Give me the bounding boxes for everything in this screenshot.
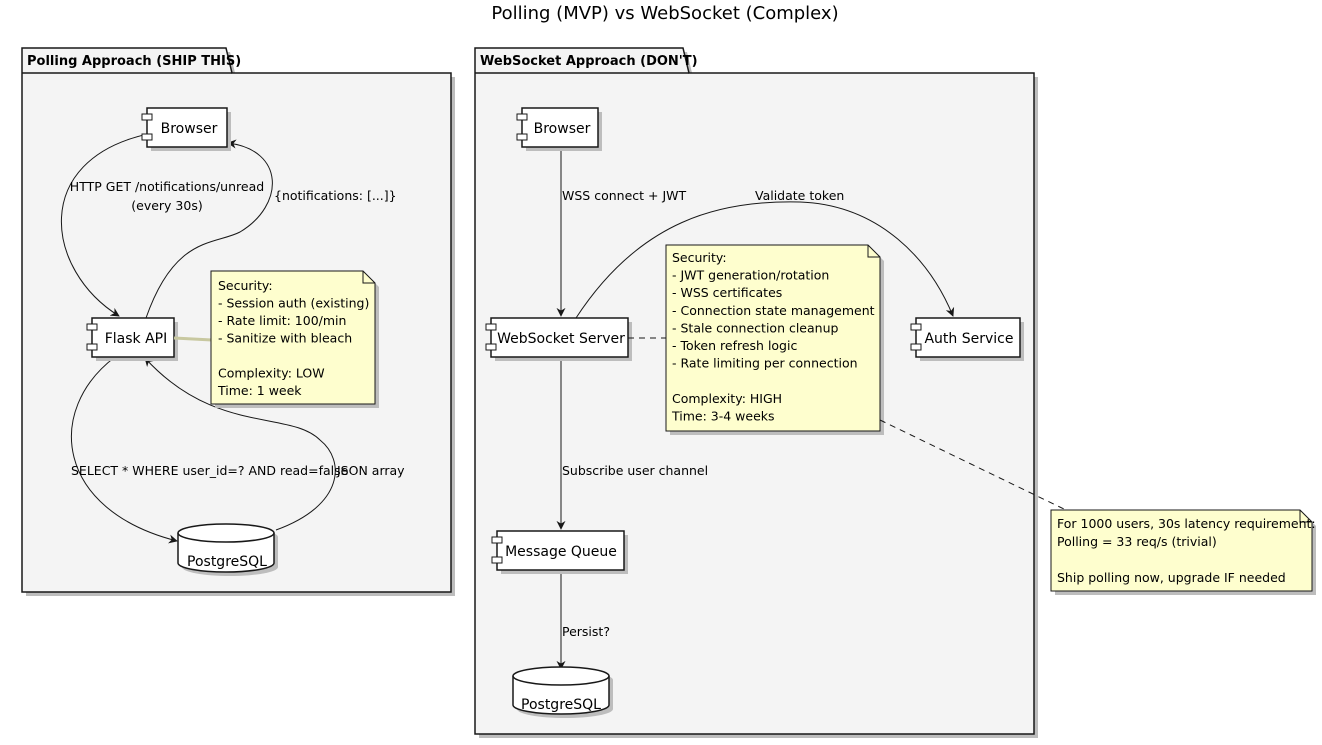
- summary-note-line: Polling = 33 req/s (trivial): [1057, 534, 1217, 549]
- websocket-server-label: WebSocket Server: [497, 331, 625, 347]
- websocket-note-line: - Token refresh logic: [672, 338, 797, 353]
- edge-browser-to-flask: [61, 133, 149, 317]
- summary-note-line: For 1000 users, 30s latency requirement:: [1057, 516, 1316, 531]
- polling-note-line: Complexity: LOW: [218, 366, 325, 381]
- websocket-server-component: WebSocket Server: [485, 317, 632, 361]
- polling-note-connector: [173, 336, 213, 342]
- polling-package-title: Polling Approach (SHIP THIS): [27, 54, 241, 69]
- websocket-postgresql-label: PostgreSQL: [521, 697, 601, 713]
- svg-text:For 1000 users, 30s latency re: For 1000 users, 30s latency requirement:…: [1057, 516, 1320, 585]
- websocket-browser-label: Browser: [534, 121, 591, 137]
- polling-postgresql-label: PostgreSQL: [187, 554, 267, 570]
- polling-note-line: - Rate limit: 100/min: [218, 313, 346, 328]
- auth-service-label: Auth Service: [924, 331, 1013, 347]
- svg-text:Security: - JWT generati: Security: - JWT generation/rotation - WS…: [671, 250, 879, 423]
- message-queue-label: Message Queue: [505, 544, 617, 560]
- websocket-note-line: - JWT generation/rotation: [672, 268, 829, 283]
- polling-browser-component: Browser: [141, 107, 231, 151]
- websocket-note-line: Security:: [672, 250, 727, 265]
- polling-edges: [61, 133, 336, 544]
- websocket-postgresql-database: PostgreSQL: [512, 666, 613, 718]
- edge-label-notifications: {notifications: [...]}: [274, 188, 397, 203]
- edge-label-http-get-1: HTTP GET /notifications/unread: [70, 179, 264, 194]
- websocket-note-line: Complexity: HIGH: [672, 391, 782, 406]
- polling-note-line: Security:: [218, 278, 273, 293]
- edge-label-wss-connect: WSS connect + JWT: [562, 188, 686, 203]
- edge-label-validate-token: Validate token: [755, 188, 844, 203]
- websocket-edges: [556, 148, 955, 670]
- websocket-package-title: WebSocket Approach (DON'T): [480, 54, 698, 69]
- websocket-note-line: - Rate limiting per connection: [672, 356, 858, 371]
- edge-websocket-to-auth: [575, 201, 955, 319]
- edge-label-select-query: SELECT * WHERE user_id=? AND read=false: [71, 463, 349, 478]
- edge-flask-to-postgres: [71, 356, 178, 544]
- polling-note-line: - Session auth (existing): [218, 296, 369, 311]
- polling-postgresql-database: PostgreSQL: [177, 523, 278, 576]
- edge-label-json-array: JSON array: [336, 463, 405, 478]
- message-queue-component: Message Queue: [491, 530, 628, 574]
- polling-security-note: Security: - Session auth (existing) - Ra…: [210, 270, 379, 408]
- websocket-note-line: - Connection state management: [672, 303, 875, 318]
- websocket-browser-component: Browser: [516, 107, 602, 151]
- flask-api-label: Flask API: [105, 331, 168, 347]
- edge-label-subscribe: Subscribe user channel: [562, 463, 708, 478]
- summary-note-line: Ship polling now, upgrade IF needed: [1057, 570, 1286, 585]
- summary-note: For 1000 users, 30s latency requirement:…: [1050, 509, 1320, 595]
- websocket-note-line: - WSS certificates: [672, 285, 782, 300]
- websocket-note-line: Time: 3-4 weeks: [671, 408, 775, 423]
- polling-browser-label: Browser: [161, 121, 218, 137]
- edge-postgres-to-flask: [144, 357, 336, 531]
- diagram-title: Polling (MVP) vs WebSocket (Complex): [491, 3, 838, 24]
- websocket-note-line: - Stale connection cleanup: [672, 320, 839, 335]
- edge-label-http-get-2: (every 30s): [131, 198, 202, 213]
- edge-flask-to-browser: [145, 139, 273, 319]
- edge-label-persist: Persist?: [562, 624, 610, 639]
- websocket-security-note: Security: - JWT generation/rotation - WS…: [665, 244, 884, 435]
- svg-text:Security: - Session auth: Security: - Session auth (existing) - Ra…: [217, 278, 373, 398]
- polling-note-line: - Sanitize with bleach: [218, 331, 352, 346]
- flask-api-component: Flask API: [86, 317, 178, 361]
- auth-service-component: Auth Service: [910, 317, 1024, 361]
- summary-note-connector: [879, 419, 1067, 511]
- polling-note-line: Time: 1 week: [217, 383, 302, 398]
